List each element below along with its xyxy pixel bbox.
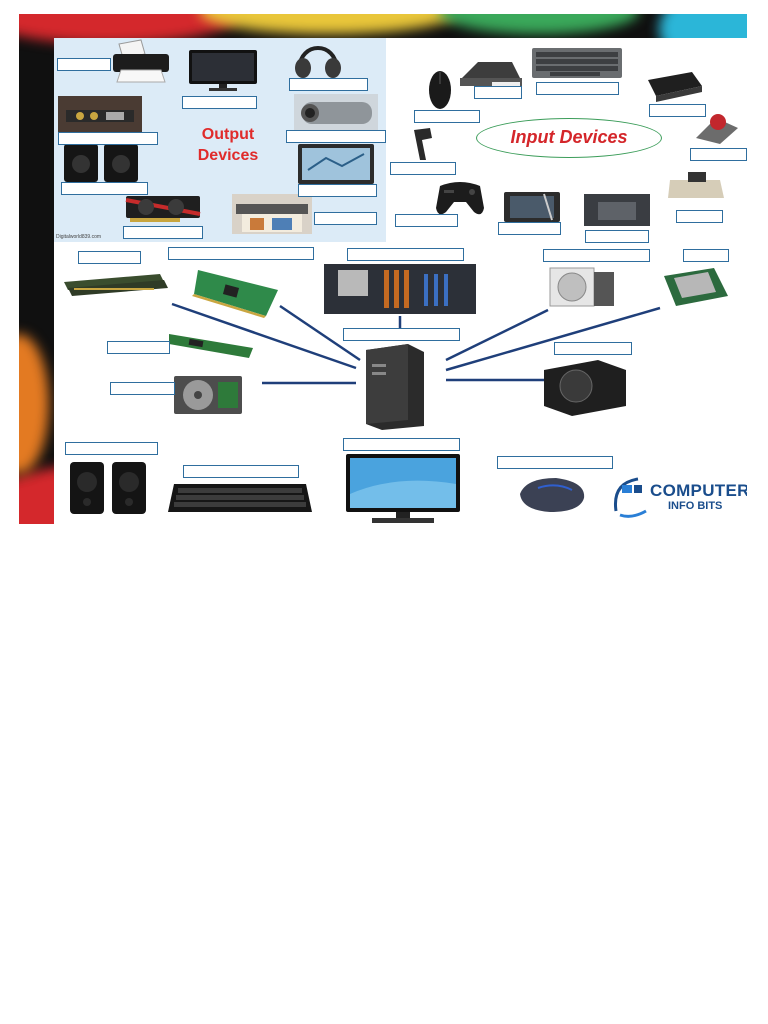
label-box-processor[interactable] xyxy=(683,249,729,262)
logo-text-line2: INFO BITS xyxy=(668,500,723,512)
label-box-expansion-card[interactable] xyxy=(168,247,314,260)
label-box-ssd[interactable] xyxy=(107,341,170,354)
ssd-icon xyxy=(169,334,253,358)
label-box-barcode-reader[interactable] xyxy=(390,162,456,175)
monitor-icon xyxy=(346,454,460,523)
label-box-ram[interactable] xyxy=(78,251,141,264)
mouse-icon xyxy=(520,478,585,512)
expansion-card-icon xyxy=(192,270,278,318)
label-box-mouse[interactable] xyxy=(497,456,613,469)
headphones-icon xyxy=(295,46,341,78)
diagram-canvas: Output Devices Input Devices Digitalworl… xyxy=(54,38,747,524)
label-box-touch-screen[interactable] xyxy=(298,184,377,197)
label-box-cpu-cooler[interactable] xyxy=(543,249,650,262)
system-unit-icon xyxy=(366,344,424,430)
label-box-trackball[interactable] xyxy=(690,148,747,161)
card-reader-icon xyxy=(668,172,724,198)
label-box-sound-card[interactable] xyxy=(58,132,158,145)
swirl-decoration-yellow xyxy=(199,14,459,34)
graphics-card-icon xyxy=(125,196,201,222)
speakers-icon xyxy=(64,144,138,182)
speakers-icon xyxy=(70,462,146,514)
label-box-printer[interactable] xyxy=(57,58,111,71)
label-box-mouse-input[interactable] xyxy=(414,110,480,123)
credit-text: Digitalworld839.com xyxy=(56,234,102,240)
label-box-speakers[interactable] xyxy=(65,442,158,455)
label-box-power-supply[interactable] xyxy=(554,342,632,355)
mouse-icon xyxy=(429,71,451,109)
document-scanner-icon xyxy=(460,62,522,88)
motherboard-icon xyxy=(324,264,476,314)
printer-icon xyxy=(113,39,169,83)
touchpad-icon xyxy=(584,194,650,226)
hard-drive-icon xyxy=(174,376,242,414)
label-box-gamepad[interactable] xyxy=(395,214,458,227)
label-box-monitor-main[interactable] xyxy=(343,438,460,451)
label-box-card-reader[interactable] xyxy=(676,210,723,223)
label-box-hard-drive[interactable] xyxy=(110,382,175,395)
keyboard-icon xyxy=(168,484,312,512)
label-box-monitor[interactable] xyxy=(182,96,257,109)
logo-mark-icon xyxy=(613,477,647,518)
label-box-plotter[interactable] xyxy=(314,212,377,225)
sound-card-icon xyxy=(58,96,142,132)
keyboard-icon xyxy=(532,48,622,78)
label-box-document-scanner[interactable] xyxy=(474,86,522,99)
graphics-tablet-icon xyxy=(504,192,560,222)
computer-info-bits-logo: COMPUTER INFO BITS xyxy=(612,473,747,524)
processor-icon xyxy=(664,268,728,306)
power-supply-icon xyxy=(544,360,626,416)
logo-text-line1: COMPUTER xyxy=(650,481,747,500)
label-box-graphics-card[interactable] xyxy=(123,226,203,239)
label-box-keyboard-input[interactable] xyxy=(536,82,619,95)
barcode-reader-icon xyxy=(414,128,432,160)
slide: Output Devices Input Devices Digitalworl… xyxy=(19,14,747,524)
ram-icon xyxy=(64,274,168,296)
swirl-decoration-green xyxy=(439,14,639,34)
touch-screen-icon xyxy=(298,144,374,184)
label-box-system-unit[interactable] xyxy=(343,328,460,341)
plotter-icon xyxy=(232,194,312,234)
label-box-flatbed-scanner[interactable] xyxy=(649,104,706,117)
label-box-touchpad[interactable] xyxy=(585,230,649,243)
label-box-headphones[interactable] xyxy=(289,78,368,91)
label-box-motherboard[interactable] xyxy=(347,248,464,261)
connector-lines xyxy=(171,302,661,385)
projector-icon xyxy=(294,94,378,130)
swirl-decoration-orange xyxy=(19,334,49,474)
label-box-graphics-tablet[interactable] xyxy=(498,222,561,235)
input-devices-title: Input Devices xyxy=(476,118,662,158)
gamepad-icon xyxy=(436,182,484,215)
label-box-keyboard[interactable] xyxy=(183,465,299,478)
label-box-speakers-output[interactable] xyxy=(61,182,148,195)
flatbed-scanner-icon xyxy=(648,72,702,102)
monitor-icon xyxy=(189,50,257,91)
label-box-projector[interactable] xyxy=(286,130,386,143)
cpu-cooler-icon xyxy=(549,267,614,307)
output-devices-title: Output Devices xyxy=(197,126,259,164)
trackball-icon xyxy=(696,114,738,144)
